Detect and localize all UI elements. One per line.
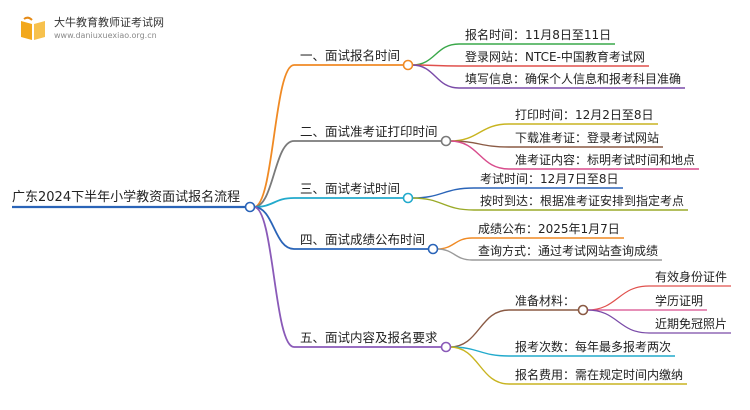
dot-b3 <box>427 243 439 255</box>
book-icon <box>18 16 48 42</box>
dot-b2 <box>402 192 414 204</box>
brand-name: 大牛教育教师证考试网 <box>54 16 164 29</box>
leaf-diploma: 学历证明 <box>655 294 704 308</box>
link-b2c0 <box>411 187 475 199</box>
leaf-fee: 报名费用：需在规定时间内缴纳 <box>515 368 684 382</box>
link-b0c0 <box>411 43 460 66</box>
leaf-results-date: 成绩公布：2025年1月7日 <box>478 222 620 236</box>
leaf-fill-info: 填写信息：确保个人信息和报考科目准确 <box>465 72 682 86</box>
leaf-arrive-on-time: 按时到达：根据准考证安排到指定考点 <box>480 194 685 208</box>
dot-b4c0 <box>577 304 589 316</box>
link-root-b1 <box>253 140 295 208</box>
link-b4c0g2 <box>586 309 650 334</box>
link-root-b3 <box>253 206 295 250</box>
link-b1c2 <box>449 140 510 170</box>
branch-registration-time: 一、面试报名时间 <box>300 48 401 63</box>
leaf-query-method: 查询方式：通过考试网站查询成绩 <box>478 244 659 258</box>
branch-admission-ticket: 二、面试准考证打印时间 <box>300 124 438 139</box>
leaf-registration-date: 报名时间：11月8日至11日 <box>465 28 612 42</box>
link-b0c2 <box>411 64 460 89</box>
link-b1c0 <box>449 123 510 142</box>
dot-b4 <box>440 341 452 353</box>
link-b2c1 <box>411 197 475 211</box>
dot-b0 <box>402 59 414 71</box>
mindmap-underlines <box>12 43 731 385</box>
leaf-print-time: 打印时间：12月2日至8日 <box>515 108 654 122</box>
leaf-id-card: 有效身份证件 <box>655 270 728 284</box>
leaf-exam-date: 考试时间：12月7日至8日 <box>480 172 619 186</box>
dot-b1 <box>440 135 452 147</box>
leaf-materials: 准备材料： <box>515 294 576 308</box>
leaf-login-website: 登录网站：NTCE-中国教育考试网 <box>465 50 645 64</box>
link-b4c0g0 <box>586 285 650 311</box>
link-b3c0 <box>436 237 473 250</box>
brand-url: www.daniuxuexiao.org.cn <box>54 31 157 40</box>
root-dot <box>244 201 256 213</box>
link-root-b4 <box>253 206 295 348</box>
branch-exam-time: 三、面试考试时间 <box>300 181 401 196</box>
link-b3c1 <box>436 248 473 261</box>
link-root-b2 <box>253 197 295 208</box>
branch-requirements: 五、面试内容及报名要求 <box>300 330 438 345</box>
leaf-attempts: 报考次数：每年最多报考两次 <box>515 340 672 354</box>
leaf-ticket-content: 准考证内容：标明考试时间和地点 <box>515 153 696 167</box>
mindmap-dots <box>244 59 589 353</box>
leaf-download-ticket: 下载准考证：登录考试网站 <box>515 131 660 145</box>
branch-results: 四、面试成绩公布时间 <box>300 232 426 247</box>
link-root-b0 <box>253 64 295 208</box>
brand-logo: 大牛教育教师证考试网 www.daniuxuexiao.org.cn <box>18 16 164 42</box>
link-b4c0 <box>449 309 510 348</box>
mindmap-links <box>253 43 650 385</box>
leaf-photo: 近期免冠照片 <box>655 317 728 331</box>
link-b4c2 <box>449 346 510 385</box>
root-topic: 广东2024下半年小学教资面试报名流程 <box>12 190 241 205</box>
